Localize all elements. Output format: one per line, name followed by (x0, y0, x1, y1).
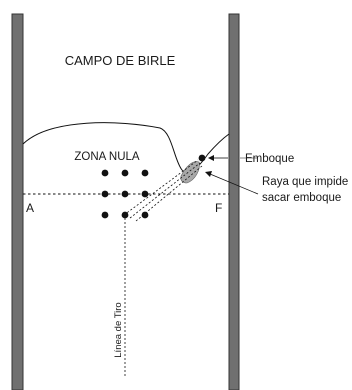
guide-line-2 (129, 162, 201, 219)
pin-dot (121, 169, 129, 177)
field-title: CAMPO DE BIRLE (65, 53, 176, 68)
pin-dot (101, 169, 109, 177)
zona-nula-label: ZONA NULA (74, 151, 140, 163)
raya-arrowhead (205, 171, 212, 177)
raya-mark (180, 161, 200, 184)
point-f-label: F (215, 201, 222, 215)
emboque-label: Emboque (245, 153, 294, 165)
guide-line-1 (123, 159, 199, 216)
pin-dot (121, 211, 129, 219)
raya-pointer (209, 173, 259, 195)
raya-label-line1: Raya que impide (262, 176, 348, 188)
pin-grid (101, 169, 149, 219)
point-a-label: A (26, 201, 34, 215)
pin-dot (141, 211, 149, 219)
pin-dot (101, 190, 109, 198)
linea-de-tiro-label: Línea de Tiro (113, 302, 124, 357)
pin-dot (141, 169, 149, 177)
emboque-arrowhead (208, 155, 214, 161)
pin-dot (141, 190, 149, 198)
pin-dot (121, 190, 129, 198)
left-wall (11, 13, 24, 390)
raya-label-line2: sacar emboque (262, 192, 341, 204)
pin-dot (101, 211, 109, 219)
emboque-hole (198, 154, 206, 162)
zona-nula-boundary (22, 122, 230, 173)
right-wall (228, 13, 240, 390)
